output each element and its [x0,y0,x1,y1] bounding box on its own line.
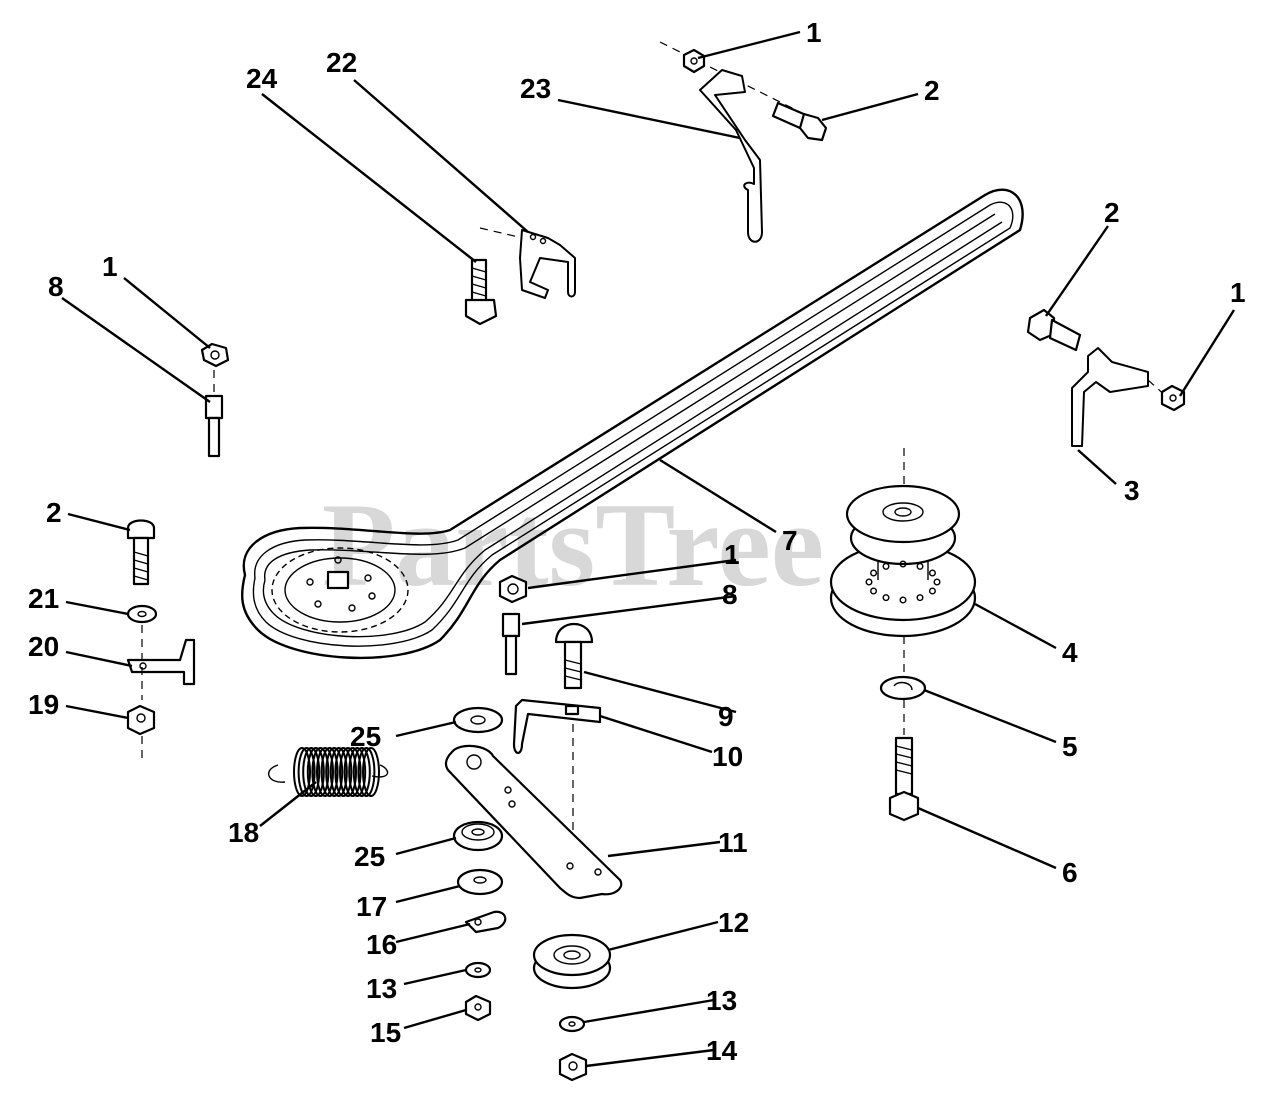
callout-1: 1 [1230,277,1246,308]
belt-guide-22 [479,227,576,299]
pulley-hole [899,560,907,568]
spring-coil [325,747,344,797]
callout-23: 23 [520,73,551,104]
nut-14 [558,1052,588,1082]
nut-15 [464,994,492,1022]
spring-coil [311,747,330,797]
nut-1-left [200,342,230,368]
pulley-hole [899,596,907,604]
drive-belt [240,188,1024,659]
pin-8-left [204,370,224,458]
callout-5: 5 [1062,731,1078,762]
bolt-24 [464,258,498,326]
callout-15: 15 [370,1017,401,1048]
bolt-2-left [126,519,156,586]
pulley-hole [916,594,924,602]
bracket-20 [126,625,196,700]
leader-lines [61,30,1236,1068]
pulley-hole [916,562,924,570]
callout-3: 3 [1124,475,1140,506]
spring-coil [329,747,348,797]
belt-guide-23 [659,41,828,243]
callout-6: 6 [1062,857,1078,888]
pulley-hole [933,578,941,586]
pulley-hole [865,578,873,586]
pulley-hole [928,569,936,577]
callout-labels: 1 2 23 22 24 1 8 2 1 3 7 2 21 20 19 1 8 … [28,17,1246,1066]
callout-4: 4 [1062,637,1078,668]
spring-coil [334,747,353,797]
engine-pulley [271,547,409,633]
idler-pulley-12 [532,933,612,990]
washer-21 [126,604,158,624]
callout-1: 1 [102,251,118,282]
spring-coil [348,747,367,797]
bracket-10 [512,698,602,755]
callout-16: 16 [366,929,397,960]
washer-13-left [464,961,492,979]
spacer-25-bottom [452,820,504,852]
washer-5 [879,675,927,735]
spring-coil [352,747,371,797]
pulley-hole [870,569,878,577]
callout-19: 19 [28,689,59,720]
callout-2: 2 [46,497,62,528]
spring-coil [302,747,321,797]
clip-16 [464,910,507,934]
washer-13-right [558,1015,586,1033]
callout-14: 14 [706,1035,738,1066]
callout-2: 2 [924,75,940,106]
callout-11: 11 [718,827,748,858]
callout-1: 1 [806,17,822,48]
callout-13: 13 [706,985,737,1016]
bolt-6 [888,736,920,822]
callout-8: 8 [48,271,64,302]
callout-1: 1 [724,539,740,570]
washer-17 [456,868,504,896]
callout-22: 22 [326,47,357,78]
callout-17: 17 [356,891,387,922]
callout-7: 7 [782,525,798,556]
pulley-hole [882,562,890,570]
nut-19 [126,704,156,758]
callout-12: 12 [718,907,749,938]
spring-coil [343,747,362,797]
spring-18 [268,747,389,797]
callout-8: 8 [722,579,738,610]
pulley-hole [882,594,890,602]
spring-coil [297,747,316,797]
spring-coil [357,747,376,797]
callout-25: 25 [350,721,381,752]
callout-9: 9 [718,701,734,732]
callout-2: 2 [1104,197,1120,228]
spring-coil [320,747,339,797]
callout-13: 13 [366,973,397,1004]
callout-18: 18 [228,817,259,848]
bracket-3 [1026,308,1186,447]
spring-coil [306,747,325,797]
callout-21: 21 [28,583,59,614]
nut-1-center [498,574,528,604]
pulley-hole [928,587,936,595]
drive-pulley-4 [829,448,977,672]
spring-coil [293,747,311,797]
spacer-25-top [452,706,504,734]
pulley-hole [870,587,878,595]
callout-24: 24 [246,63,278,94]
spring-coil [339,747,357,797]
callout-20: 20 [28,631,59,662]
idler-arm-11 [444,744,623,900]
spring-coil [316,747,334,797]
callout-10: 10 [712,741,743,772]
pin-8-center [501,612,521,676]
carriage-bolt-9 [554,622,594,858]
spring-coil [362,747,380,797]
callout-25: 25 [354,841,385,872]
